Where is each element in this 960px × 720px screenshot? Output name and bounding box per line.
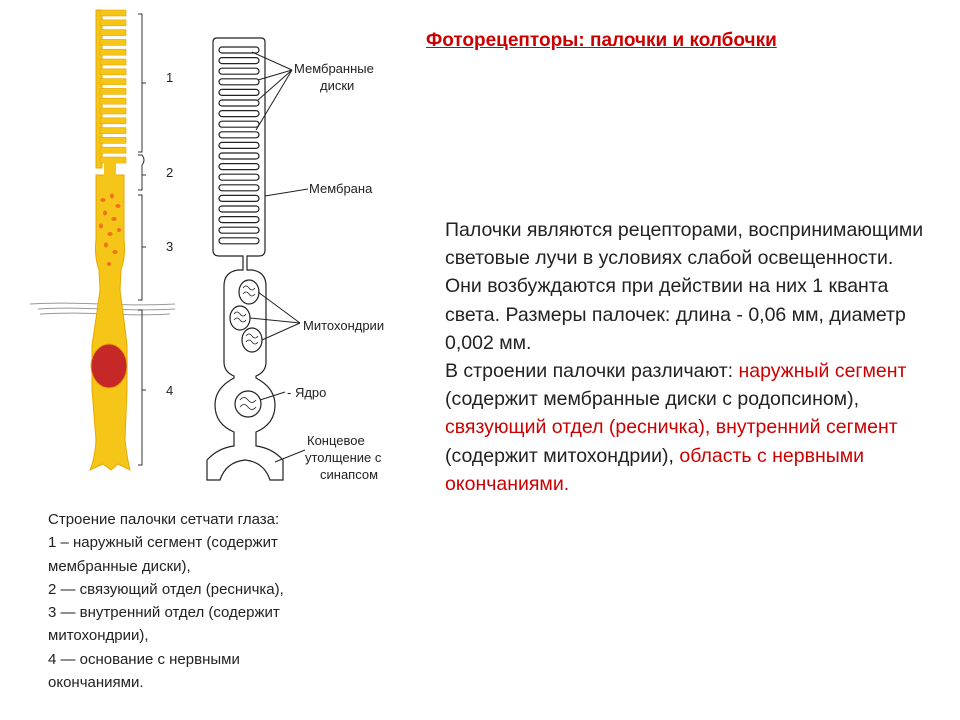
term-connecting-inner: связующий отдел (ресничка), внутренний с… [445, 416, 898, 439]
label-membrane-discs-1: Мембранные [294, 61, 374, 76]
caption-line: 4 — основание с нервными [48, 650, 240, 668]
label-leader-lines [249, 51, 309, 463]
caption-line: мембранные диски), [48, 557, 191, 575]
label-terminal-3: синапсом [320, 467, 378, 482]
caption-line: 2 — связующий отдел (ресничка), [48, 580, 284, 598]
label-mitochondria: Митохондрии [303, 318, 384, 333]
rod-cell-figure: 1 2 3 4 Мембранные диски Мембрана Митохо… [29, 9, 384, 482]
label-terminal-2: утолщение с [305, 450, 382, 465]
rod-nucleus [90, 343, 128, 389]
term-outer-segment: наружный сегмент [738, 360, 907, 383]
schematic-nucleus [234, 390, 262, 418]
segment-number-1: 1 [166, 70, 173, 85]
body-outer-note: (содержит мембранные диски с родопсином)… [445, 388, 859, 411]
segment-number-3: 3 [166, 239, 173, 254]
schematic-mitochondria [229, 279, 263, 353]
caption-line: 1 – наружный сегмент (содержит [48, 534, 278, 552]
slide-title: Фоторецепторы: палочки и колбочки [426, 30, 777, 51]
caption-line: 3 — внутренний отдел (содержит [48, 604, 280, 622]
body-inner-note: (содержит митохондрии), [445, 444, 680, 467]
term-base: область с нервными окончаниями. [445, 444, 865, 495]
rod-connecting-cilium [104, 162, 116, 178]
label-membrane-discs-2: диски [320, 78, 354, 93]
outer-segment-comb [95, 9, 127, 169]
body-intro: Палочки являются рецепторами, воспринима… [445, 219, 924, 354]
segment-brackets [138, 13, 146, 466]
schematic-outer-segment [206, 37, 284, 481]
label-nucleus: - Ядро [287, 385, 326, 400]
body-lead: В строении палочки различают: [445, 360, 739, 383]
rod-body [89, 174, 131, 471]
rod-schematic [206, 37, 284, 481]
membrane-discs [218, 46, 260, 245]
segment-number-2: 2 [166, 165, 173, 180]
caption-line: митохондрии), [48, 627, 149, 645]
caption-line: окончаниями. [48, 674, 144, 692]
label-membrane: Мембрана [309, 181, 373, 196]
rod-photo-illustration [89, 9, 131, 471]
body-paragraph: Палочки являются рецепторами, воспринима… [445, 216, 935, 498]
rod-mitochondria [99, 193, 121, 266]
figure-caption: Строение палочки сетчати глаза: 1 – нару… [48, 508, 378, 694]
label-terminal-1: Концевое [307, 433, 365, 448]
segment-number-4: 4 [166, 383, 173, 398]
caption-line: Строение палочки сетчати глаза: [48, 511, 280, 528]
